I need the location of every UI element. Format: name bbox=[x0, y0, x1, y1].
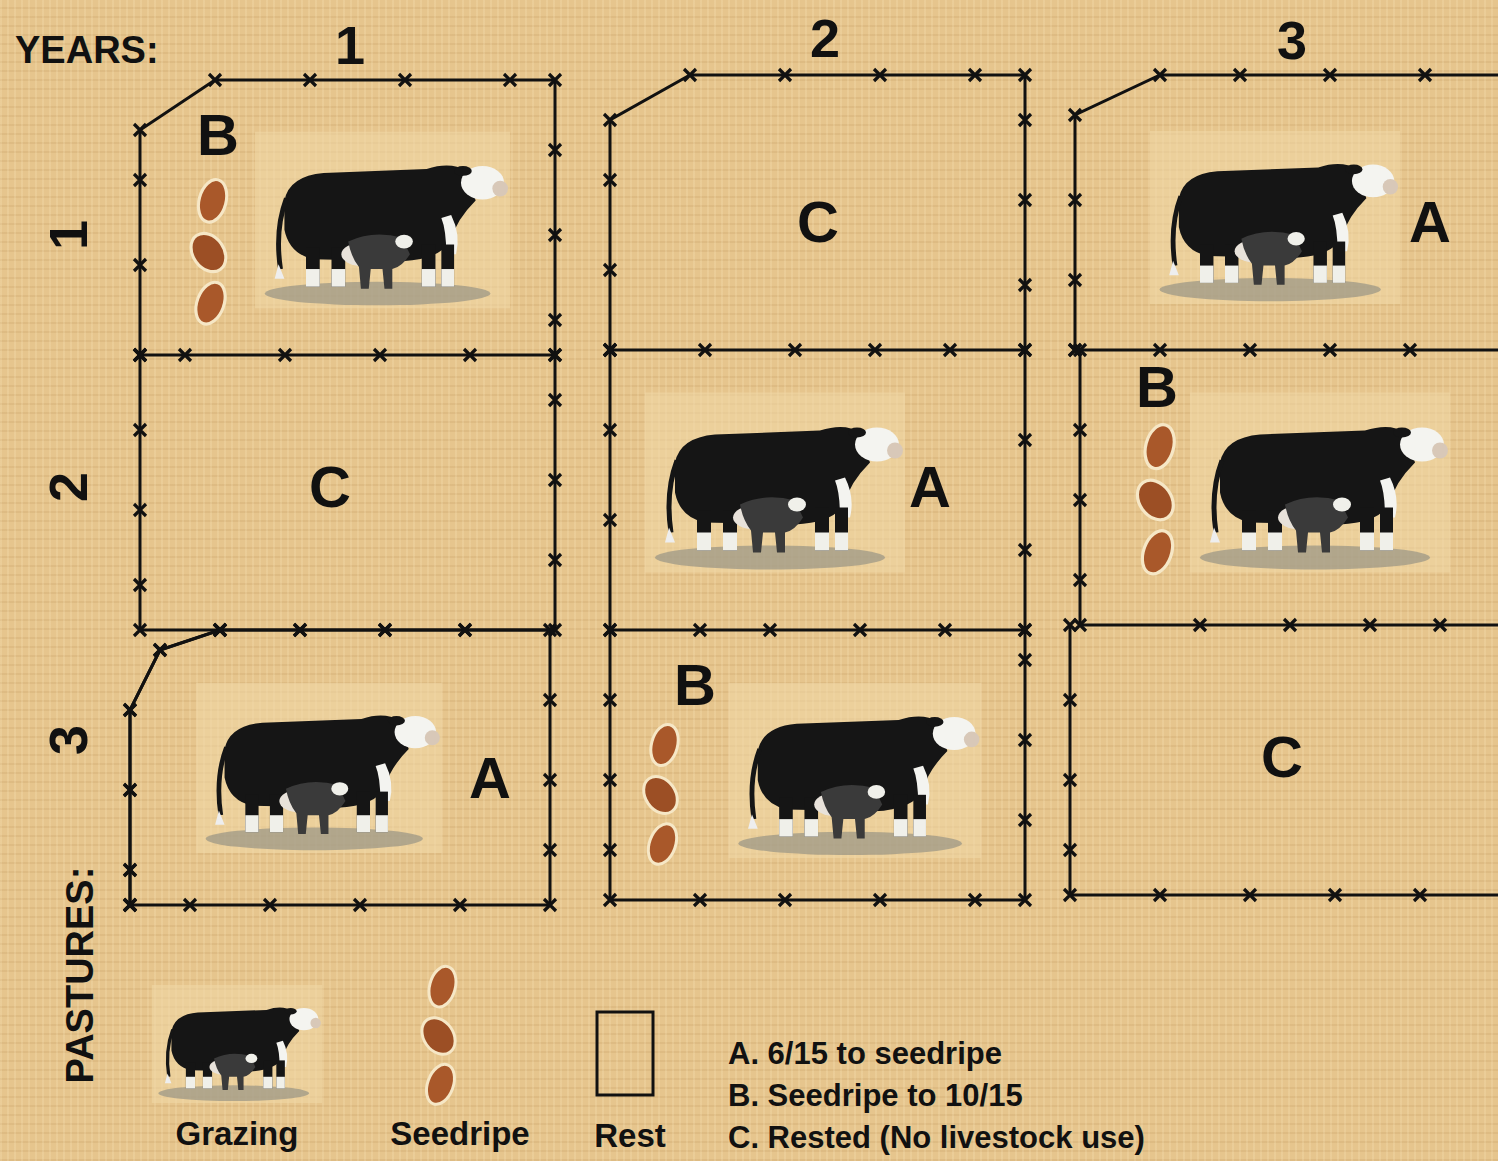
pasture-box: B bbox=[1080, 350, 1498, 625]
pasture-box: C bbox=[140, 355, 555, 630]
seed-picture bbox=[637, 721, 685, 868]
use-period-letter: A bbox=[1409, 193, 1451, 251]
year-number: 2 bbox=[810, 11, 840, 65]
pasture-number: 3 bbox=[41, 725, 95, 755]
legend-text: Rest bbox=[594, 1119, 666, 1152]
axis-title: YEARS: bbox=[15, 31, 159, 69]
pasture-box: C bbox=[610, 75, 1025, 350]
pasture-box: B bbox=[140, 80, 555, 355]
pasture-number: 2 bbox=[41, 472, 95, 502]
use-period-letter: A bbox=[469, 749, 511, 807]
axis-title: PASTURES: bbox=[61, 867, 99, 1084]
use-period-letter: A bbox=[909, 458, 951, 516]
cow-calf-picture bbox=[1150, 131, 1400, 304]
pasture-box: A bbox=[1075, 75, 1498, 350]
seedripe-sample bbox=[415, 963, 462, 1108]
seed-picture bbox=[184, 176, 233, 328]
key-note: A. 6/15 to seedripe bbox=[728, 1038, 1002, 1069]
rest-sample bbox=[597, 1012, 653, 1095]
use-period-letter: C bbox=[309, 458, 351, 516]
use-period-letter: C bbox=[797, 193, 839, 251]
cow-calf-picture bbox=[1190, 393, 1450, 573]
use-period-letter: B bbox=[1136, 358, 1178, 416]
key-note: C. Rested (No livestock use) bbox=[728, 1122, 1145, 1153]
fence-lines bbox=[130, 75, 1498, 905]
legend-text: Seedripe bbox=[390, 1117, 529, 1150]
legend-text: Grazing bbox=[176, 1117, 299, 1150]
cow-calf-picture bbox=[729, 683, 982, 858]
cow-calf-picture bbox=[645, 393, 905, 573]
grazing-sample bbox=[152, 985, 322, 1103]
cow-calf-picture bbox=[196, 683, 442, 853]
use-period-letter: B bbox=[674, 656, 716, 714]
pasture-box: B bbox=[610, 630, 1025, 900]
year-number: 1 bbox=[335, 18, 365, 72]
cow-calf-picture bbox=[255, 132, 510, 309]
pasture-box: C bbox=[1070, 625, 1498, 895]
pasture-box: A bbox=[610, 350, 1025, 630]
use-period-letter: B bbox=[197, 106, 239, 164]
pasture-box: A bbox=[130, 630, 550, 905]
pasture-number: 1 bbox=[41, 220, 95, 250]
seed-picture bbox=[1130, 421, 1181, 578]
year-number: 3 bbox=[1277, 13, 1307, 67]
use-period-letter: C bbox=[1261, 728, 1303, 786]
key-note: B. Seedripe to 10/15 bbox=[728, 1080, 1023, 1111]
